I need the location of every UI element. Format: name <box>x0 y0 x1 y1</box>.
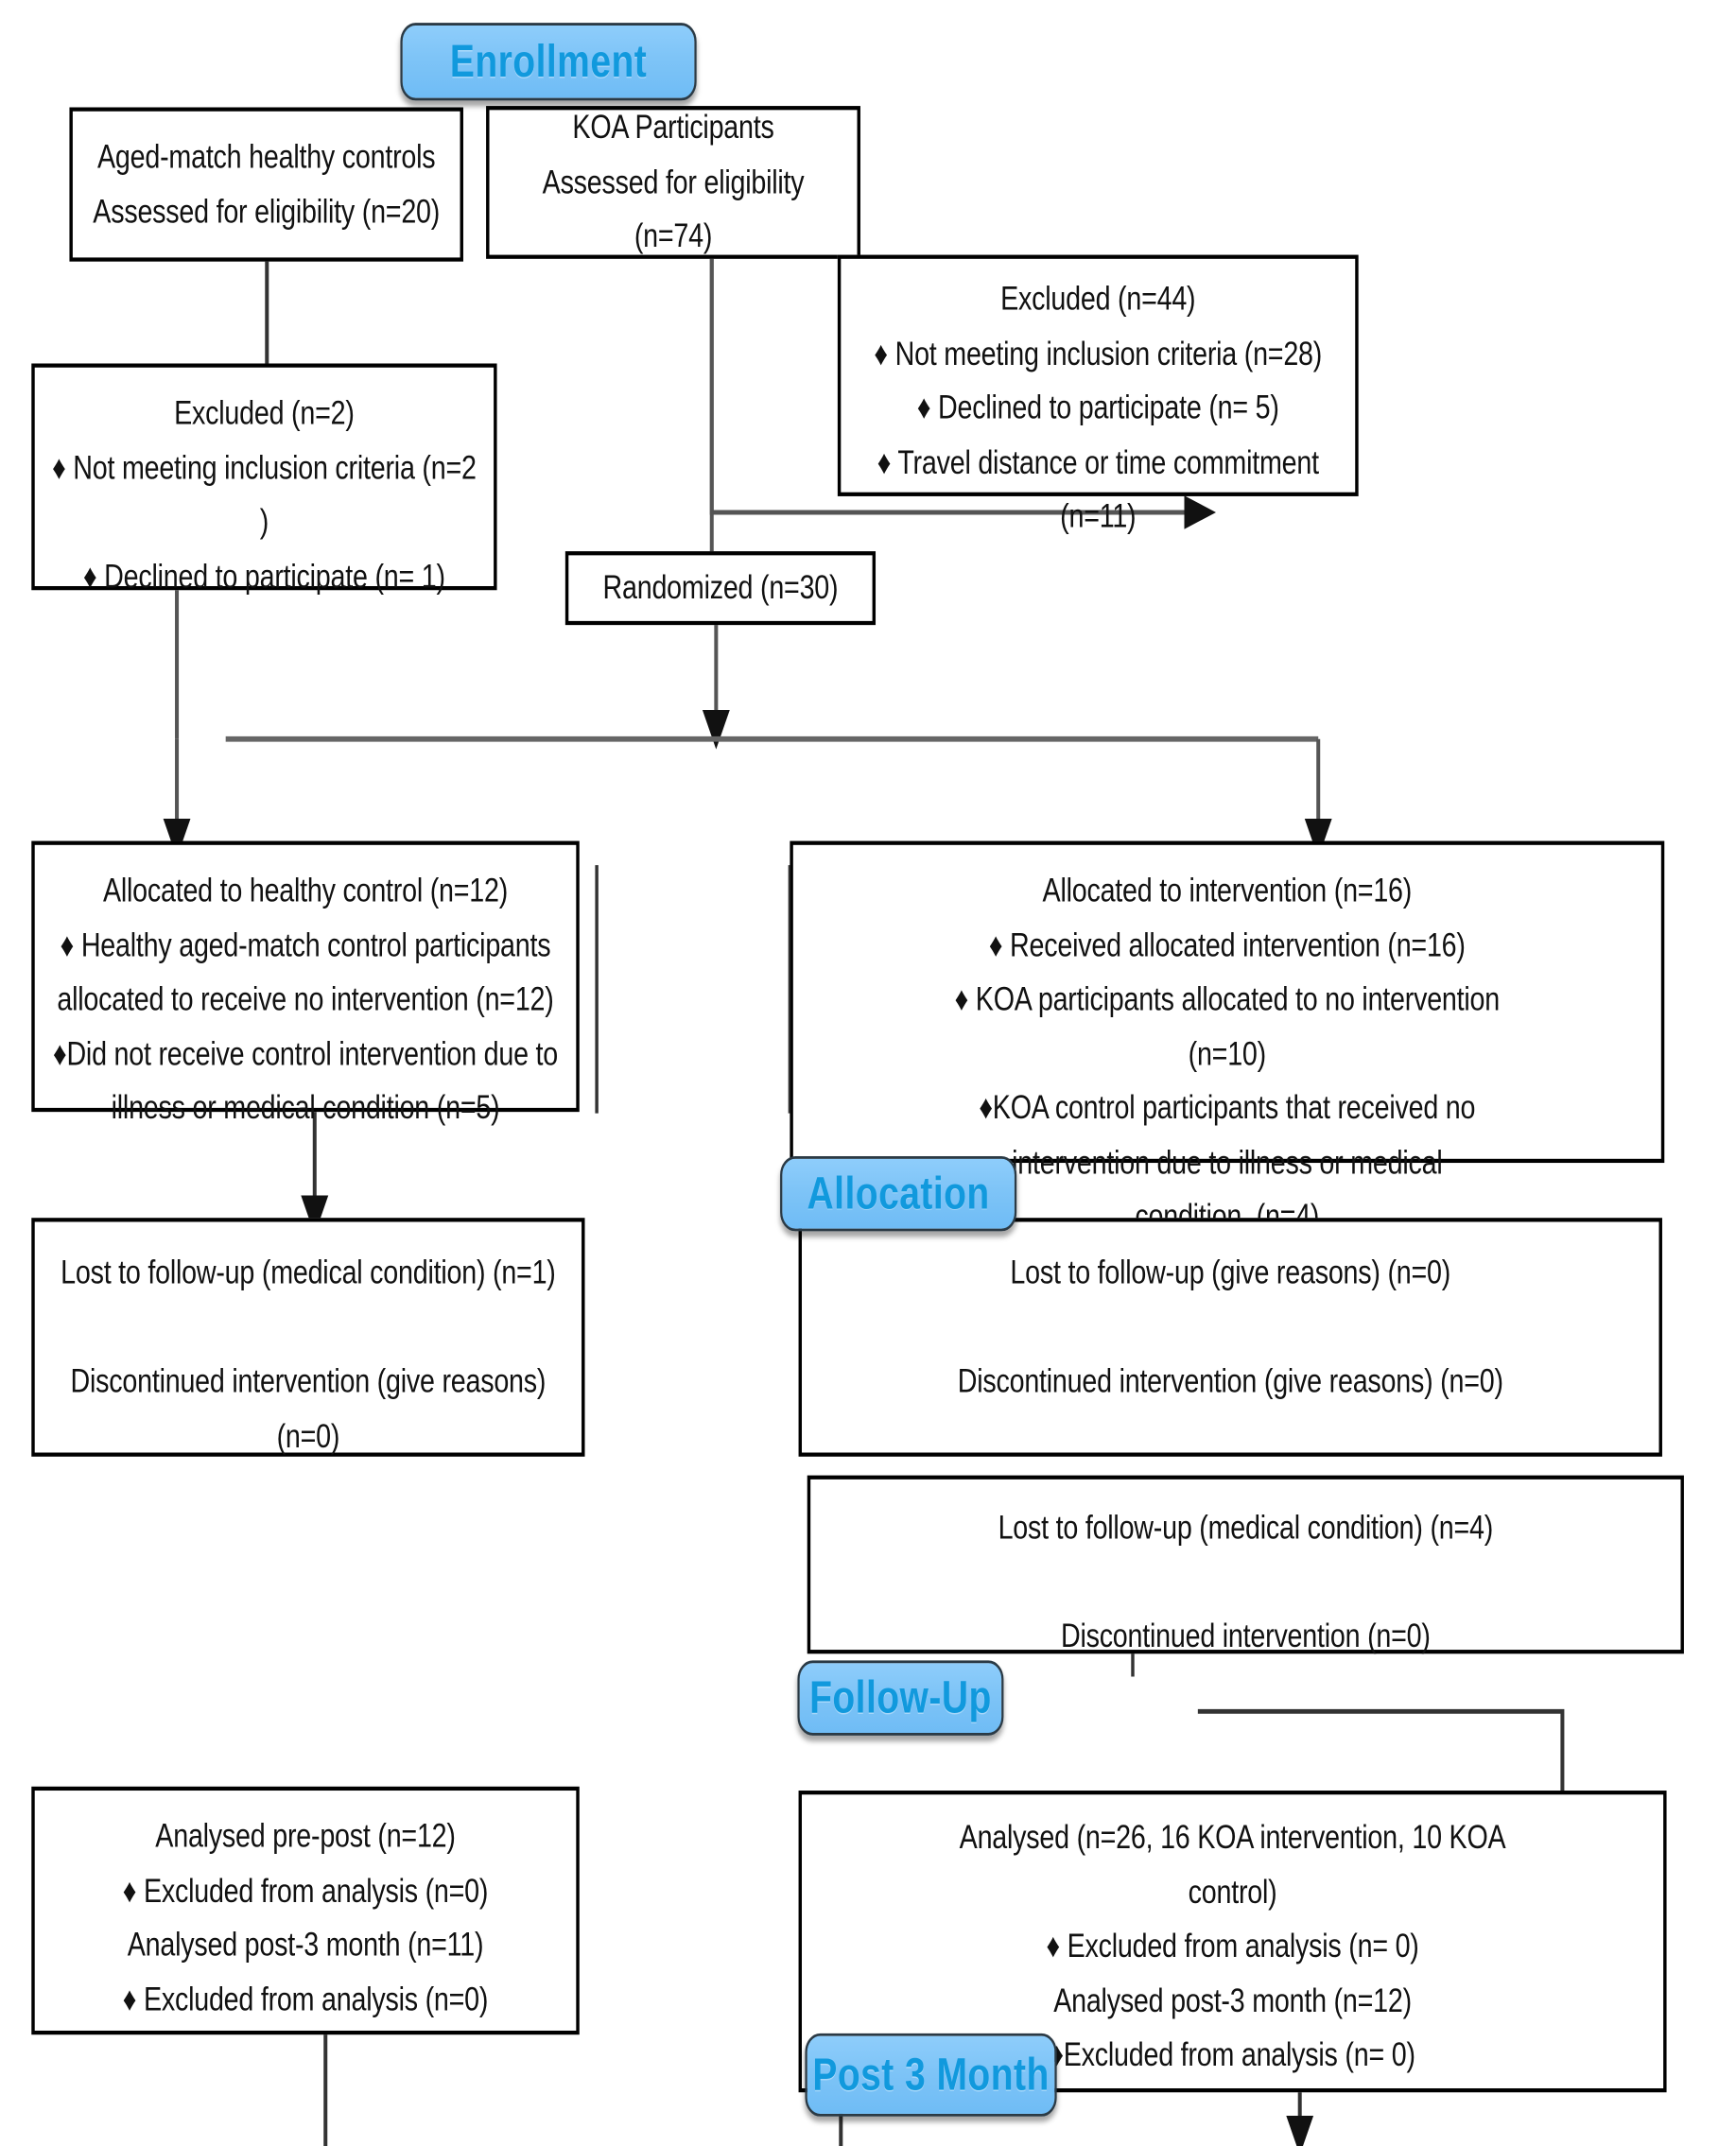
box-analysis-left-lines: Analysed pre-post (n=12) ♦ Excluded from … <box>35 1791 577 2027</box>
text-line: Excluded (n=2) <box>174 394 355 432</box>
text-line: ♦ Excluded from analysis (n=0) <box>122 1980 489 2018</box>
text-line: ♦ Healthy aged-match control participant… <box>60 926 551 964</box>
text-line: Discontinued intervention (give reasons)… <box>70 1362 553 1455</box>
banner-post3month: Post 3 Month <box>805 2033 1057 2117</box>
box-randomized: Randomized (n=30) <box>564 551 877 626</box>
text-line: Aged-match healthy controls <box>97 138 436 176</box>
text-line <box>822 1555 1670 1609</box>
box-allocated-intervention-lines: Allocated to intervention (n=16) ♦ Receiv… <box>793 845 1661 1244</box>
text-line: Lost to follow-up (give reasons) (n=0) <box>1010 1254 1451 1292</box>
text-line: illness or medical condition (n=5) <box>111 1089 500 1127</box>
text-line: Analysed post-3 month (n=12) <box>1053 1982 1412 2019</box>
text-line: ♦Excluded from analysis (n= 0) <box>1050 2035 1415 2074</box>
text-line: allocated to receive no intervention (n=… <box>57 980 554 1018</box>
text-line <box>45 1300 570 1354</box>
text-line: Assessed for eligibility (n=20) <box>93 192 441 231</box>
box-allocated-control: Allocated to healthy control (n=12) ♦ Hea… <box>31 840 580 1127</box>
text-line: Allocated to intervention (n=16) <box>1042 872 1413 909</box>
text-line: (n=11) <box>1060 497 1137 536</box>
box-followup-right: Lost to follow-up (give reasons) (n=0) D… <box>798 1218 1662 1457</box>
text-line: ♦ Not meeting inclusion criteria (n=2 ) <box>52 448 484 541</box>
text-line: ♦ Excluded from analysis (n= 0) <box>1046 1927 1419 1965</box>
box-excluded-koa-lines: Excluded (n=44) ♦ Not meeting inclusion c… <box>841 259 1355 544</box>
box-randomized-lines: Randomized (n=30) <box>568 561 872 614</box>
banner-followup-label: Follow-Up <box>809 1671 992 1723</box>
box-excluded-controls: Excluded (n=2) ♦ Not meeting inclusion cr… <box>31 363 497 595</box>
text-line: Allocated to healthy control (n=12) <box>102 872 509 909</box>
text-line: Assessed for eligibility (n=74) <box>542 163 812 255</box>
banner-allocation: Allocation <box>780 1155 1017 1232</box>
banner-enrollment-label: Enrollment <box>449 35 648 87</box>
box-analysis-left: Analysed pre-post (n=12) ♦ Excluded from … <box>31 1786 580 2035</box>
box-allocated-control-lines: Allocated to healthy control (n=12) ♦ Hea… <box>35 845 577 1135</box>
box-excluded-controls-lines: Excluded (n=2) ♦ Not meeting inclusion cr… <box>35 368 494 604</box>
box-excluded-koa: Excluded (n=44) ♦ Not meeting inclusion c… <box>837 254 1359 535</box>
banner-followup: Follow-Up <box>797 1660 1004 1736</box>
text-line: ♦ Declined to participate (n= 5) <box>916 389 1279 427</box>
text-line: intervention due to illness or medical <box>1012 1143 1443 1182</box>
banner-enrollment: Enrollment <box>400 23 697 101</box>
text-line: Excluded (n=44) <box>1000 280 1196 319</box>
text-line <box>812 1300 1648 1354</box>
text-line: ♦ Declined to participate (n= 1) <box>82 557 445 596</box>
box-allocated-intervention: Allocated to intervention (n=16) ♦ Receiv… <box>790 840 1665 1236</box>
text-line: Discontinued intervention (n=0) <box>1060 1618 1431 1655</box>
box-followup-left: Lost to follow-up (medical condition) (n… <box>31 1218 585 1457</box>
text-line: Analysed post-3 month (n=11) <box>127 1926 484 1964</box>
text-line: Analysed (n=26, 16 KOA intervention, 10 … <box>959 1818 1506 1857</box>
text-line: Discontinued intervention (give reasons)… <box>957 1362 1503 1401</box>
text-line: Lost to follow-up (medical condition) (n… <box>998 1509 1494 1547</box>
text-line: KOA Participants <box>572 109 774 147</box>
box-followup-left-lines: Lost to follow-up (medical condition) (n… <box>35 1221 582 1462</box>
text-line: ♦Did not receive control intervention du… <box>53 1034 559 1073</box>
text-line: ♦ Received allocated intervention (n=16) <box>988 926 1466 964</box>
text-line: ♦ KOA participants allocated to no inter… <box>954 980 1501 1018</box>
box-post3-right: Lost to follow-up (medical condition) (n… <box>807 1475 1684 1655</box>
text-line: control) <box>1188 1873 1277 1912</box>
banner-post3month-label: Post 3 Month <box>812 2049 1050 2101</box>
text-line: (n=10) <box>1188 1034 1267 1073</box>
text-line: Analysed pre-post (n=12) <box>155 1817 456 1856</box>
box-post3-right-lines: Lost to follow-up (medical condition) (n… <box>810 1480 1680 1664</box>
text-line: ♦ Excluded from analysis (n=0) <box>122 1871 489 1910</box>
box-analysis-right-lines: Analysed (n=26, 16 KOA intervention, 10 … <box>802 1794 1663 2082</box>
text-line: ♦KOA control participants that received … <box>979 1089 1476 1127</box>
text-line: Randomized (n=30) <box>602 568 839 607</box>
banner-allocation-label: Allocation <box>807 1168 990 1219</box>
text-line: ♦ Not meeting inclusion criteria (n=28) <box>874 334 1323 372</box>
box-followup-right-lines: Lost to follow-up (give reasons) (n=0) D… <box>802 1221 1659 1409</box>
text-line: Lost to follow-up (medical condition) (n… <box>61 1254 556 1292</box>
text-line: ♦ Travel distance or time commitment <box>877 442 1319 481</box>
